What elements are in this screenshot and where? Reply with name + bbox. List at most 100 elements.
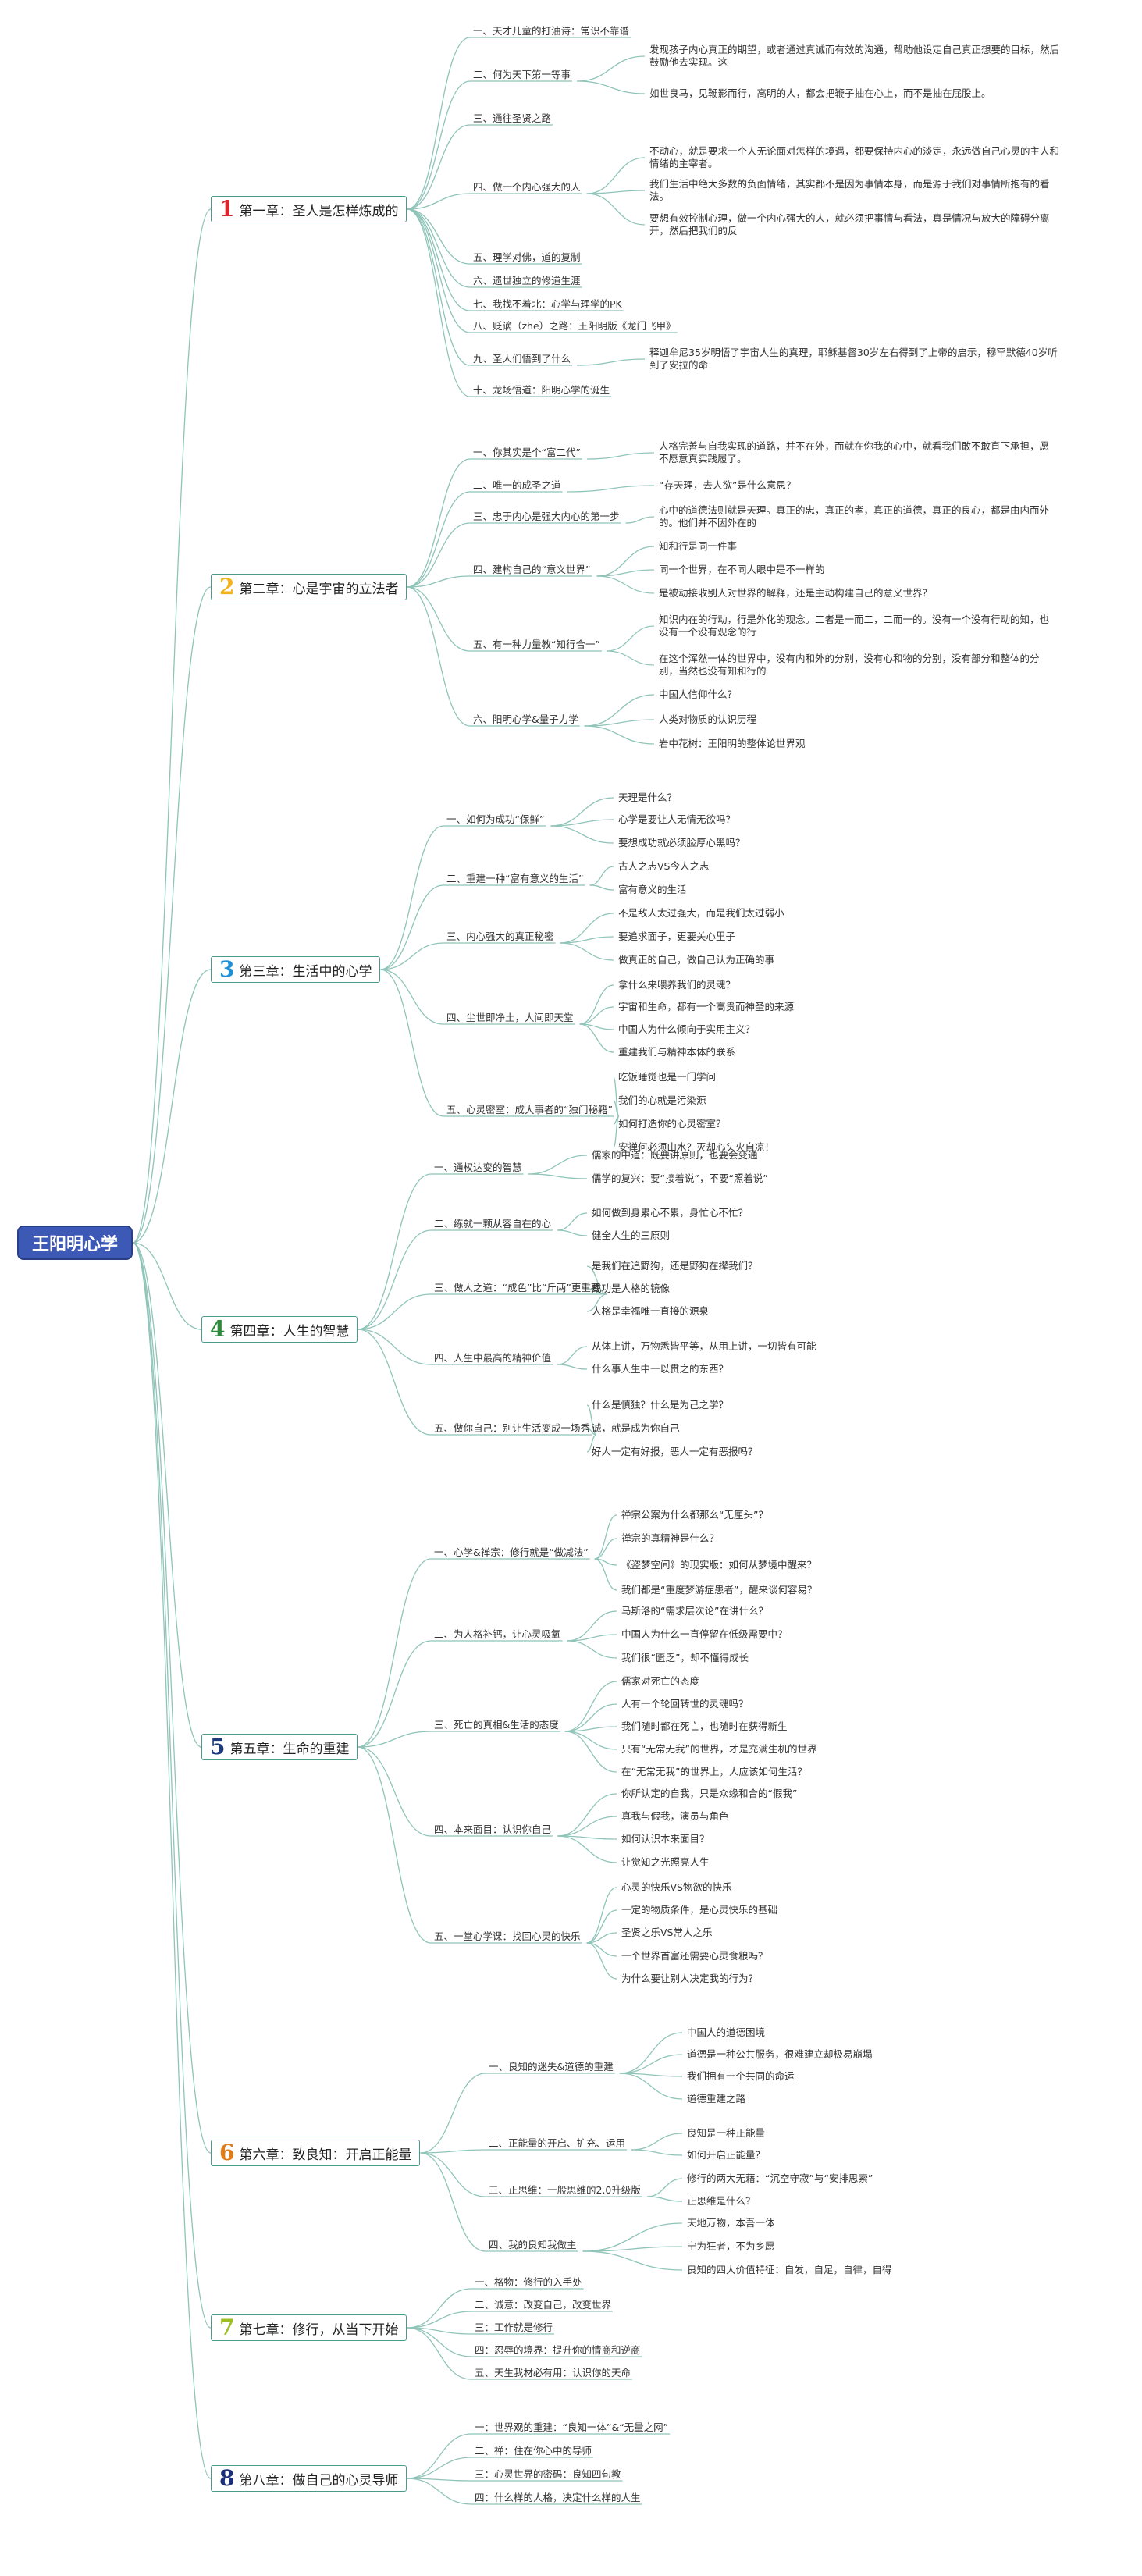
detail-item[interactable]: 中国人的道德困境	[687, 2026, 766, 2038]
topic-item[interactable]: 四、建构自己的“意义世界”	[473, 564, 591, 575]
topic-item[interactable]: 一、格物：修行的入手处	[475, 2276, 582, 2288]
topic-item[interactable]: 一、天才儿童的打油诗：常识不靠谱	[473, 25, 630, 37]
topic-item[interactable]: 三：心灵世界的密码：良知四句教	[475, 2468, 621, 2480]
detail-item[interactable]: 重建我们与精神本体的联系	[618, 1046, 736, 1058]
detail-item[interactable]: 儒家对死亡的态度	[621, 1675, 700, 1687]
detail-item[interactable]: 好人一定有好报，恶人一定有恶报吗？	[592, 1446, 758, 1457]
detail-item[interactable]: 如何开启正能量？	[687, 2149, 766, 2161]
detail-item[interactable]: 成功是人格的镜像	[592, 1283, 671, 1294]
detail-item[interactable]: 儒家的中道：既要讲原则，也要会变通	[592, 1149, 758, 1161]
detail-item[interactable]: 我们很“匮乏”，却不懂得成长	[621, 1652, 749, 1663]
detail-item[interactable]: 良知是一种正能量	[687, 2127, 766, 2139]
detail-item[interactable]: 心灵的快乐VS物欲的快乐	[621, 1881, 732, 1893]
topic-item[interactable]: 四：什么样的人格，决定什么样的人生	[475, 2492, 641, 2503]
topic-item[interactable]: 一、良知的迷失&道德的重建	[489, 2061, 614, 2073]
topic-item[interactable]: 九、圣人们悟到了什么	[473, 353, 571, 365]
detail-item[interactable]: 我们生活中绝大多数的负面情绪，其实都不是因为事情本身，而是源于我们对事情所抱有的…	[649, 178, 1050, 202]
topic-item[interactable]: 五、心灵密室：成大事者的“独门秘籍”	[446, 1104, 613, 1115]
detail-item[interactable]: 如世良马，见鞭影而行，高明的人，都会把鞭子抽在心上，而不是抽在屁股上。	[649, 87, 991, 99]
topic-item[interactable]: 三、内心强大的真正秘密	[446, 930, 554, 942]
detail-item[interactable]: 良知的四大价值特征：自发，自足，自律，自得	[687, 2264, 892, 2275]
detail-item[interactable]: 古人之志VS今人之志	[618, 860, 710, 872]
detail-item[interactable]: 道德重建之路	[687, 2093, 746, 2105]
detail-item[interactable]: 人格完善与自我实现的道路，并不在外，而就在你我的心中，就看我们敢不敢直下承担，愿…	[659, 440, 1050, 464]
topic-item[interactable]: 七、我找不着北：心学与理学的PK	[473, 298, 622, 310]
topic-item[interactable]: 三、死亡的真相&生活的态度	[434, 1719, 559, 1731]
detail-item[interactable]: 我们拥有一个共同的命运	[687, 2070, 795, 2082]
detail-item[interactable]: 一定的物质条件，是心灵快乐的基础	[621, 1904, 778, 1916]
detail-item[interactable]: 要追求面子，更要关心里子	[618, 930, 736, 942]
detail-item[interactable]: 要想有效控制心理，做一个内心强大的人，就必须把事情与看法，真是情况与放大的障碍分…	[649, 212, 1050, 237]
detail-item[interactable]: 从体上讲，万物悉皆平等，从用上讲，一切皆有可能	[592, 1340, 816, 1352]
detail-item[interactable]: 禅宗公案为什么都那么“无厘头”？	[621, 1509, 768, 1521]
topic-item[interactable]: 四、我的良知我做主	[489, 2239, 577, 2250]
detail-item[interactable]: 在“无常无我”的世界上，人应该如何生活？	[621, 1766, 807, 1777]
topic-item[interactable]: 四、尘世即净土，人间即天堂	[446, 1012, 574, 1023]
root-node[interactable]: 王阳明心学	[17, 1226, 133, 1260]
detail-item[interactable]: 在这个浑然一体的世界中，没有内和外的分别，没有心和物的分别，没有部分和整体的分别…	[659, 653, 1040, 677]
topic-item[interactable]: 二、练就一颗从容自在的心	[434, 1218, 552, 1229]
detail-item[interactable]: 如何认识本来面目？	[621, 1833, 710, 1845]
detail-item[interactable]: 是我们在追野狗，还是野狗在撵我们？	[592, 1260, 758, 1272]
detail-item[interactable]: 中国人为什么一直停留在低级需要中？	[621, 1628, 788, 1640]
topic-item[interactable]: 一、你其实是个“富二代”	[473, 447, 581, 458]
topic-item[interactable]: 二、正能量的开启、扩充、运用	[489, 2137, 626, 2149]
topic-item[interactable]: 六、阳明心学&量子力学	[473, 713, 578, 725]
topic-item[interactable]: 二、禅：住在你心中的导师	[475, 2445, 592, 2457]
detail-item[interactable]: 正思维是什么？	[687, 2195, 756, 2207]
topic-item[interactable]: 二、唯一的成圣之道	[473, 479, 561, 491]
topic-item[interactable]: 四：忍辱的境界：提升你的情商和逆商	[475, 2344, 641, 2356]
topic-item[interactable]: 一、通权达变的智慧	[434, 1162, 522, 1173]
detail-item[interactable]: 禅宗的真精神是什么？	[621, 1532, 720, 1544]
detail-item[interactable]: 发现孩子内心真正的期望，或者通过真诚而有效的沟通，帮助他设定自己真正想要的目标，…	[649, 44, 1060, 68]
topic-item[interactable]: 二、何为天下第一等事	[473, 69, 571, 80]
topic-item[interactable]: 三、忠于内心是强大内心的第一步	[473, 511, 620, 522]
topic-item[interactable]: 一、心学&禅宗：修行就是“做减法”	[434, 1546, 589, 1558]
detail-item[interactable]: 人格是幸福唯一直接的源泉	[592, 1305, 710, 1317]
detail-item[interactable]: 天理是什么？	[618, 792, 678, 803]
topic-item[interactable]: 一、如何为成功“保鲜”	[446, 813, 545, 825]
topic-item[interactable]: 三、正思维：一般思维的2.0升级版	[489, 2184, 641, 2196]
detail-item[interactable]: “存天理，去人欲”是什么意思？	[659, 479, 796, 491]
topic-item[interactable]: 二、重建一种“富有意义的生活”	[446, 873, 584, 884]
detail-item[interactable]: 马斯洛的“需求层次论”在讲什么？	[621, 1605, 768, 1617]
detail-item[interactable]: 如何做到身累心不累，身忙心不忙？	[592, 1207, 749, 1219]
detail-item[interactable]: 让觉知之光照亮人生	[621, 1856, 710, 1868]
topic-item[interactable]: 五、有一种力量教“知行合一”	[473, 639, 600, 650]
detail-item[interactable]: 做真正的自己，做自己认为正确的事	[618, 954, 775, 966]
topic-item[interactable]: 十、龙场悟道：阳明心学的诞生	[473, 384, 610, 396]
detail-item[interactable]: 什么事人生中一以贯之的东西？	[592, 1363, 729, 1375]
detail-item[interactable]: 岩中花树：王阳明的整体论世界观	[659, 738, 806, 749]
detail-item[interactable]: 同一个世界，在不同人眼中是不一样的	[659, 564, 825, 575]
detail-item[interactable]: 我们的心就是污染源	[618, 1094, 706, 1106]
topic-item[interactable]: 八、贬谪（zhe）之路：王阳明版《龙门飞甲》	[473, 320, 676, 332]
detail-item[interactable]: 儒学的复兴：要“接着说”，不要“照着说”	[592, 1172, 768, 1184]
topic-item[interactable]: 六、遗世独立的修道生涯	[473, 275, 581, 286]
detail-item[interactable]: 不动心，就是要求一个人无论面对怎样的境遇，都要保持内心的淡定，永远做自己心灵的主…	[649, 145, 1060, 169]
detail-item[interactable]: 是被动接收别人对世界的解释，还是主动构建自己的意义世界？	[659, 587, 933, 599]
detail-item[interactable]: 要想成功就必须脸厚心黑吗？	[618, 837, 745, 849]
detail-item[interactable]: 心中的道德法则就是天理。真正的忠，真正的孝，真正的道德，真正的良心，都是由内而外…	[659, 504, 1050, 528]
detail-item[interactable]: 不是敌人太过强大，而是我们太过弱小	[618, 907, 784, 919]
detail-item[interactable]: 人有一个轮回转世的灵魂吗？	[621, 1698, 749, 1710]
detail-item[interactable]: 我们都是“重度梦游症患者”，醒来谈何容易？	[621, 1584, 817, 1596]
detail-item[interactable]: 吃饭睡觉也是一门学问	[618, 1071, 717, 1083]
detail-item[interactable]: 你所认定的自我，只是众缘和合的“假我”	[621, 1788, 798, 1799]
detail-item[interactable]: 人类对物质的认识历程	[659, 713, 757, 725]
detail-item[interactable]: 如何打造你的心灵密室？	[618, 1118, 726, 1130]
topic-item[interactable]: 四、人生中最高的精神价值	[434, 1352, 552, 1364]
detail-item[interactable]: 修行的两大无藉：“沉空守寂”与“安排思索”	[687, 2172, 873, 2184]
detail-item[interactable]: 宁为狂者，不为乡愿	[687, 2240, 775, 2252]
detail-item[interactable]: 只有“无常无我”的世界，才是充满生机的世界	[621, 1743, 817, 1755]
detail-item[interactable]: 释迦牟尼35岁明悟了宇宙人生的真理，耶稣基督30岁左右得到了上帝的启示，穆罕默德…	[649, 347, 1058, 371]
topic-item[interactable]: 四、本来面目：认识你自己	[434, 1823, 552, 1835]
detail-item[interactable]: 中国人为什么倾向于实用主义？	[618, 1023, 756, 1035]
detail-item[interactable]: 圣贤之乐VS常人之乐	[621, 1927, 713, 1938]
